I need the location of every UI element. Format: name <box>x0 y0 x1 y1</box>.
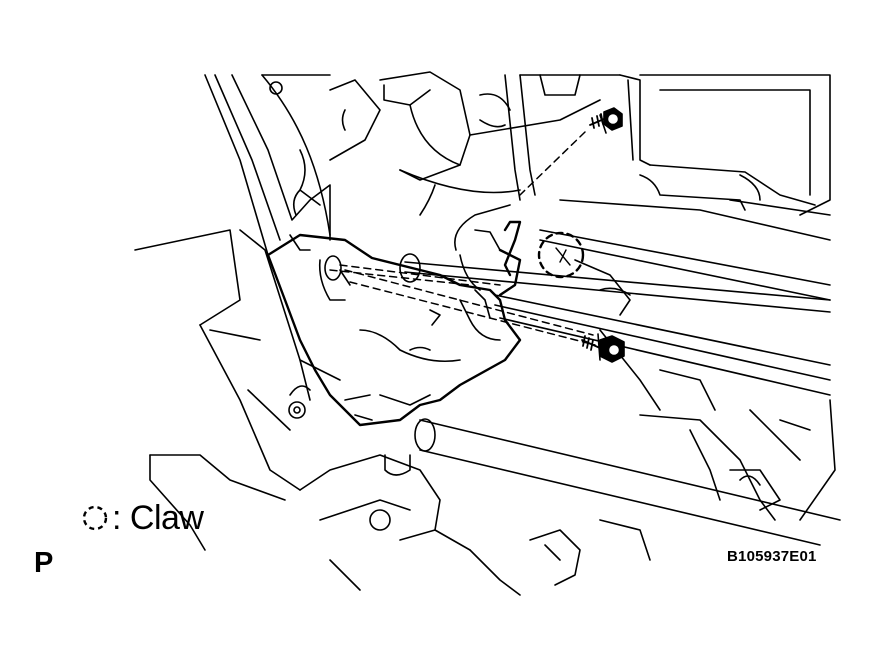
view-letter: P <box>34 547 54 579</box>
cross-member-bar <box>399 229 841 546</box>
dashed-guide-lines <box>329 131 596 346</box>
glove-box-bracket <box>266 220 522 427</box>
screw-upper-icon <box>589 107 623 134</box>
screw-lower-icon <box>581 333 625 363</box>
dashed-circle-icon <box>82 505 108 531</box>
claw-dashed-circle-icon <box>537 231 585 279</box>
side-panel <box>134 74 381 551</box>
legend-label: : Claw <box>112 498 204 537</box>
legend: : Claw <box>80 498 204 538</box>
bracket-details <box>289 234 501 421</box>
figure-code: B105937E01 <box>727 548 817 565</box>
lower-console <box>299 204 836 596</box>
dashboard-upper-frame <box>379 71 831 241</box>
